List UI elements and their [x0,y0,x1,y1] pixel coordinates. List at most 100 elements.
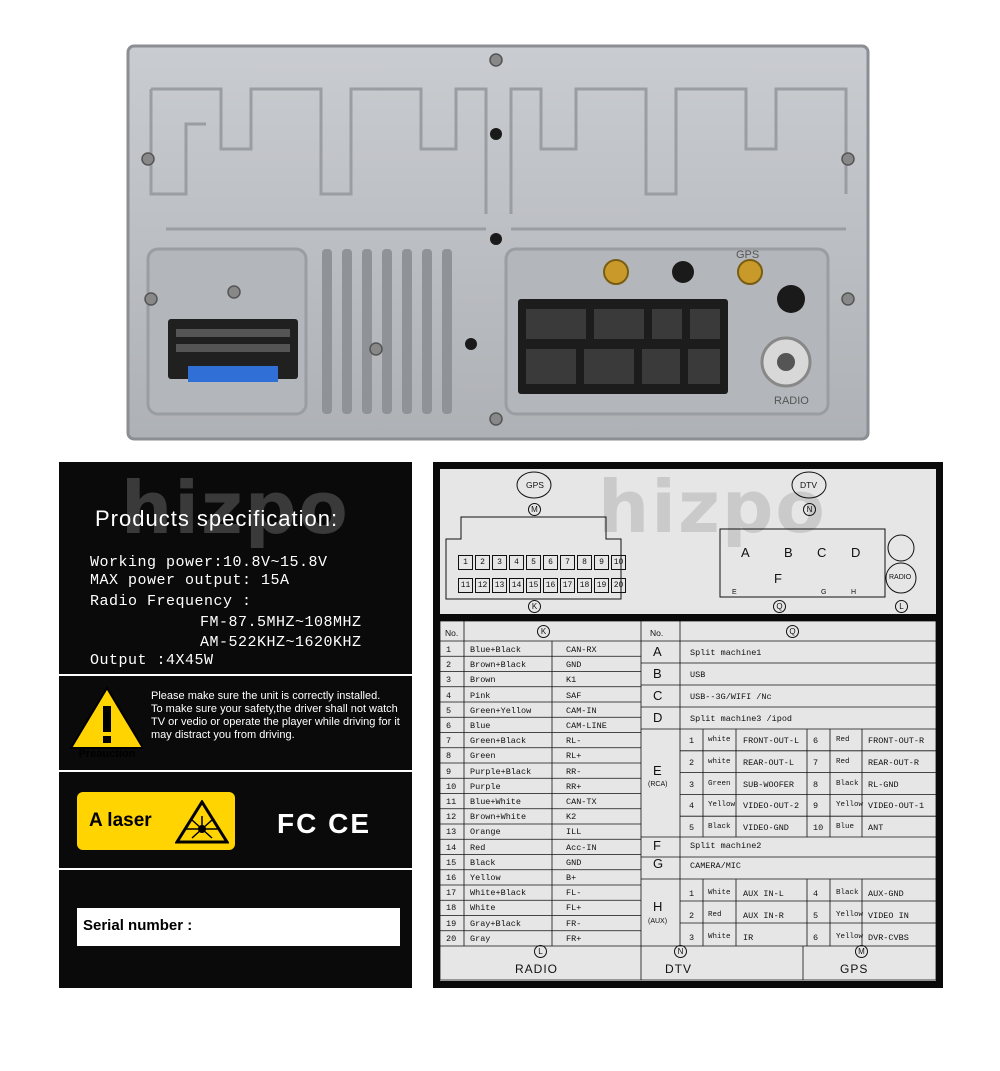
footer-gps: GPS [840,962,869,976]
aux-row-2-col-2: AUX IN-R [743,911,784,921]
k-top-pin-8: 8 [577,555,592,570]
k-row-18-col-1: White [470,903,496,914]
q-row-d: Split machine3 /ipod [690,714,793,724]
k-row-4-col-0: 4 [446,690,452,701]
k-row-5-col-0: 5 [446,705,452,716]
rca-row-1-col-0: 1 [689,736,695,746]
gps-silkscreen: GPS [736,249,759,261]
k-row-9-col-2: RR- [566,766,582,777]
k-row-7-col-2: RL- [566,736,582,747]
k-row-8-col-0: 8 [446,751,452,762]
k-row-14-col-1: Red [470,842,486,853]
k-top-pin-10: 10 [611,555,626,570]
rca-row-5-col-4: Blue [836,823,855,832]
rca-row-1-col-1: white [708,736,731,744]
aux-row-2-col-3: 5 [813,911,819,921]
k-row-20-col-0: 20 [446,933,457,944]
rca-row-4-col-0: 4 [689,801,695,812]
aux-row-3-col-1: White [708,933,731,941]
spec-am: AM-522KHZ~1620KHZ [200,634,362,651]
k-table-header: K [537,625,550,638]
fcc-ce-marks: FC CE [277,808,371,839]
gps-circle-label: GPS [526,480,544,490]
k-row-3-col-2: K1 [566,675,577,686]
q-row-a-letter: A [653,644,662,659]
radio-circle-label: RADIO [889,574,912,581]
k-row-19-col-0: 19 [446,918,457,929]
q-row-b: USB [690,670,706,680]
aux-row-3-col-2: IR [743,933,754,943]
rca-row-4-col-2: VIDEO-OUT-2 [743,801,800,812]
k-row-11-col-1: Blue+White [470,797,522,807]
k-row-4-col-1: Pink [470,690,491,701]
q-row-d-letter: D [653,710,663,725]
chassis-rear-photo: GPS RADIO [126,44,870,441]
k-top-pin-9: 9 [594,555,609,570]
specification-label: hizpo Products specification: Working po… [59,462,412,988]
connector-outline-diagram [445,471,917,600]
k-row-10-col-0: 10 [446,781,457,792]
k-row-8-col-1: Green [470,751,496,762]
k-row-2-col-0: 2 [446,660,452,671]
antenna-jack-gps [737,259,763,285]
k-top-pin-6: 6 [543,555,558,570]
aux-row-1-col-1: White [708,889,731,897]
k-bottom-pin-14: 14 [509,578,524,593]
k-row-6-col-1: Blue [470,721,491,731]
spec-output: Output :4X45W [90,652,214,669]
q-table-header: Q [786,625,799,638]
wiring-chart: hizpo GPS DTV RADIO M N K Q L A B C D F … [433,462,943,988]
n-marker: N [803,503,816,516]
specification-title: Products specification: [95,506,339,531]
rca-row-5-col-1: Black [708,823,731,832]
rca-row-5-col-3: 10 [813,823,824,834]
aux-row-1-col-3: 4 [813,889,819,899]
k-row-17-col-2: FL- [566,888,582,899]
q-block-f: F [774,571,782,586]
k-bottom-pin-11: 11 [458,578,473,593]
k-bottom-pin-16: 16 [543,578,558,593]
laser-text: A laser [89,810,152,831]
q-block-d: D [851,545,861,560]
k-row-6-col-0: 6 [446,721,452,731]
k-marker: K [528,600,541,613]
k-top-pin-4: 4 [509,555,524,570]
k-bottom-pin-15: 15 [526,578,541,593]
laser-radiation-icon [175,800,229,844]
k-bottom-pin-20: 20 [611,578,626,593]
q-block-c: C [817,545,827,560]
k-row-14-col-0: 14 [446,842,457,853]
aux-row-2-col-4: Yellow [836,911,864,919]
aux-row-1-col-4: Black [836,889,859,897]
footer-n-marker: N [674,945,687,958]
k-bottom-pin-13: 13 [492,578,507,593]
k-bottom-pin-18: 18 [577,578,592,593]
aux-row-1-col-0: 1 [689,889,695,899]
connector-diagram: hizpo GPS DTV RADIO M N K Q L A B C D F … [440,465,936,614]
k-row-12-col-1: Brown+White [470,812,527,823]
k-row-19-col-2: FR- [566,918,582,929]
k-top-pin-7: 7 [560,555,575,570]
rca-row-2-col-5: REAR-OUT-R [868,757,920,768]
rca-row-2-col-3: 7 [813,757,819,768]
q-row-h-letter: H [653,899,663,914]
q-row-e-letter: E [653,763,662,778]
k-row-15-col-0: 15 [446,857,457,868]
laser-block: A laser FC CE [59,774,412,870]
k-row-3-col-0: 3 [446,675,452,686]
q-row-c-letter: C [653,688,663,703]
ventilation-slots [322,249,452,414]
spec-fm: FM-87.5MHZ~108MHZ [200,614,362,631]
spec-max-power: MAX power output: 15A [90,572,290,589]
q-block-a: A [741,545,750,560]
footer-radio: RADIO [515,962,559,976]
aux-row-2-col-5: VIDEO IN [868,911,909,921]
k-row-12-col-2: K2 [566,812,577,823]
k-row-15-col-2: GND [566,857,582,868]
q-row-f-letter: F [653,838,661,853]
wiring-tables: No. K No. Q A Split machine1 B USB C USB… [440,621,936,981]
k-row-10-col-1: Purple [470,781,501,792]
radio-silkscreen: RADIO [774,395,809,407]
k-row-16-col-2: B+ [566,873,577,883]
q-row-b-letter: B [653,666,662,681]
